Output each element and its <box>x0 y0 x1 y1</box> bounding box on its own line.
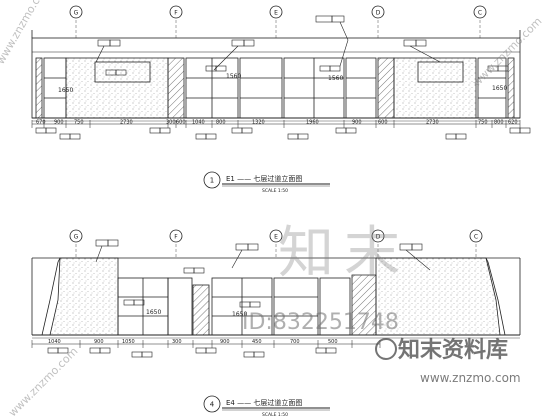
elev1-axis-bubble <box>269 5 283 19</box>
dim-label: 600 <box>176 120 186 126</box>
axis-label: C <box>474 234 478 241</box>
dim-label: 300 <box>166 120 176 126</box>
elev1-axis-bubble <box>69 5 83 19</box>
elev2-texts: G F E D C 1650 1650 1040 900 1050 300 90… <box>48 234 478 419</box>
dim-label: 900 <box>352 120 362 126</box>
elev1-axis-bubble <box>371 5 385 19</box>
elev1-picture <box>417 61 464 83</box>
elevation-title: E1 —— 七层过道立面图 <box>226 174 302 183</box>
dim-label: 1960 <box>306 120 319 126</box>
elev1-stone-panel <box>65 57 169 119</box>
height-label: 1560 <box>226 73 241 80</box>
dim-label: 900 <box>54 120 64 126</box>
elev1-callouts <box>95 15 509 76</box>
elev2-axis-bubble <box>371 229 385 243</box>
elevation-2 <box>31 229 521 413</box>
dim-label: 1050 <box>122 339 135 345</box>
dim-label: 500 <box>328 339 338 345</box>
elev1-stone-panel <box>393 57 477 119</box>
elev1-picture <box>94 61 151 83</box>
elev2-stone-panel <box>49 257 119 336</box>
elev2-stone-panel <box>375 257 501 336</box>
elev2-hatch-panel <box>192 284 210 336</box>
height-label: 1650 <box>146 309 161 316</box>
elev1-axis-bubble <box>169 5 183 19</box>
axis-label: E <box>274 234 278 241</box>
elev1-hatch-panel <box>167 57 185 119</box>
elev2-axis-bubble <box>169 229 183 243</box>
elev2-axis-bubble <box>269 229 283 243</box>
dim-label: 450 <box>252 339 262 345</box>
dim-label: 1320 <box>252 120 265 126</box>
elev1-hatch-panel <box>507 57 515 119</box>
axis-label: D <box>376 10 381 17</box>
elev2-lower-tags <box>47 347 337 358</box>
dim-label: 700 <box>290 339 300 345</box>
title-marker-number: 1 <box>210 177 214 185</box>
elev1-hatch-panel <box>377 57 395 119</box>
axis-label: C <box>478 10 482 17</box>
elev2-slant-right <box>485 257 506 336</box>
dim-label: 800 <box>216 120 226 126</box>
height-label: 1560 <box>328 75 343 82</box>
elev2-axis-bubble <box>469 229 483 243</box>
elev2-slant-left <box>41 257 61 336</box>
dim-label: 750 <box>478 120 488 126</box>
elev1-texts: G F E D C 1650 1560 1560 1650 670 900 75… <box>36 10 518 195</box>
elevation-title: E4 —— 七层过道立面图 <box>226 398 302 407</box>
brand-logo-icon <box>375 338 397 360</box>
dim-label: 620 <box>508 120 518 126</box>
dim-label: 800 <box>494 120 504 126</box>
dim-label: 1040 <box>192 120 205 126</box>
axis-label: G <box>74 234 79 241</box>
height-label: 1650 <box>58 87 73 94</box>
elev2-callouts <box>95 239 431 308</box>
axis-label: G <box>74 10 79 17</box>
dim-label: 600 <box>378 120 388 126</box>
dim-label: 1040 <box>48 339 61 345</box>
elevation-scale: SCALE 1:50 <box>262 188 288 194</box>
dim-label: 300 <box>172 339 182 345</box>
axis-label: F <box>174 234 178 241</box>
axis-label: E <box>274 10 278 17</box>
dim-label: 900 <box>220 339 230 345</box>
dim-label: 900 <box>94 339 104 345</box>
axis-label: F <box>174 10 178 17</box>
title-marker-number: 4 <box>210 401 215 409</box>
height-label: 1650 <box>492 85 507 92</box>
elev1-dim-ticks <box>31 120 521 128</box>
axis-label: D <box>376 234 381 241</box>
elev1-hatch-panel <box>35 57 43 119</box>
dim-label: 750 <box>74 120 84 126</box>
elev2-title-marker <box>203 395 221 413</box>
elev1-axis-bubble <box>473 5 487 19</box>
dim-label: 2730 <box>426 120 439 126</box>
elev2-axis-lines <box>75 244 477 258</box>
elev1-title-marker <box>203 171 221 189</box>
elev2-hatch-panel <box>351 274 377 336</box>
height-label: 1650 <box>232 311 247 318</box>
elevation-1 <box>31 5 531 189</box>
elevation-scale: SCALE 1:50 <box>262 412 288 418</box>
elev1-lower-tags <box>35 127 531 140</box>
dim-label: 670 <box>36 120 46 126</box>
elev1-axis-lines <box>75 20 481 38</box>
elev2-door-group <box>117 277 351 336</box>
dim-label: 2730 <box>120 120 133 126</box>
elev2-axis-bubble <box>69 229 83 243</box>
